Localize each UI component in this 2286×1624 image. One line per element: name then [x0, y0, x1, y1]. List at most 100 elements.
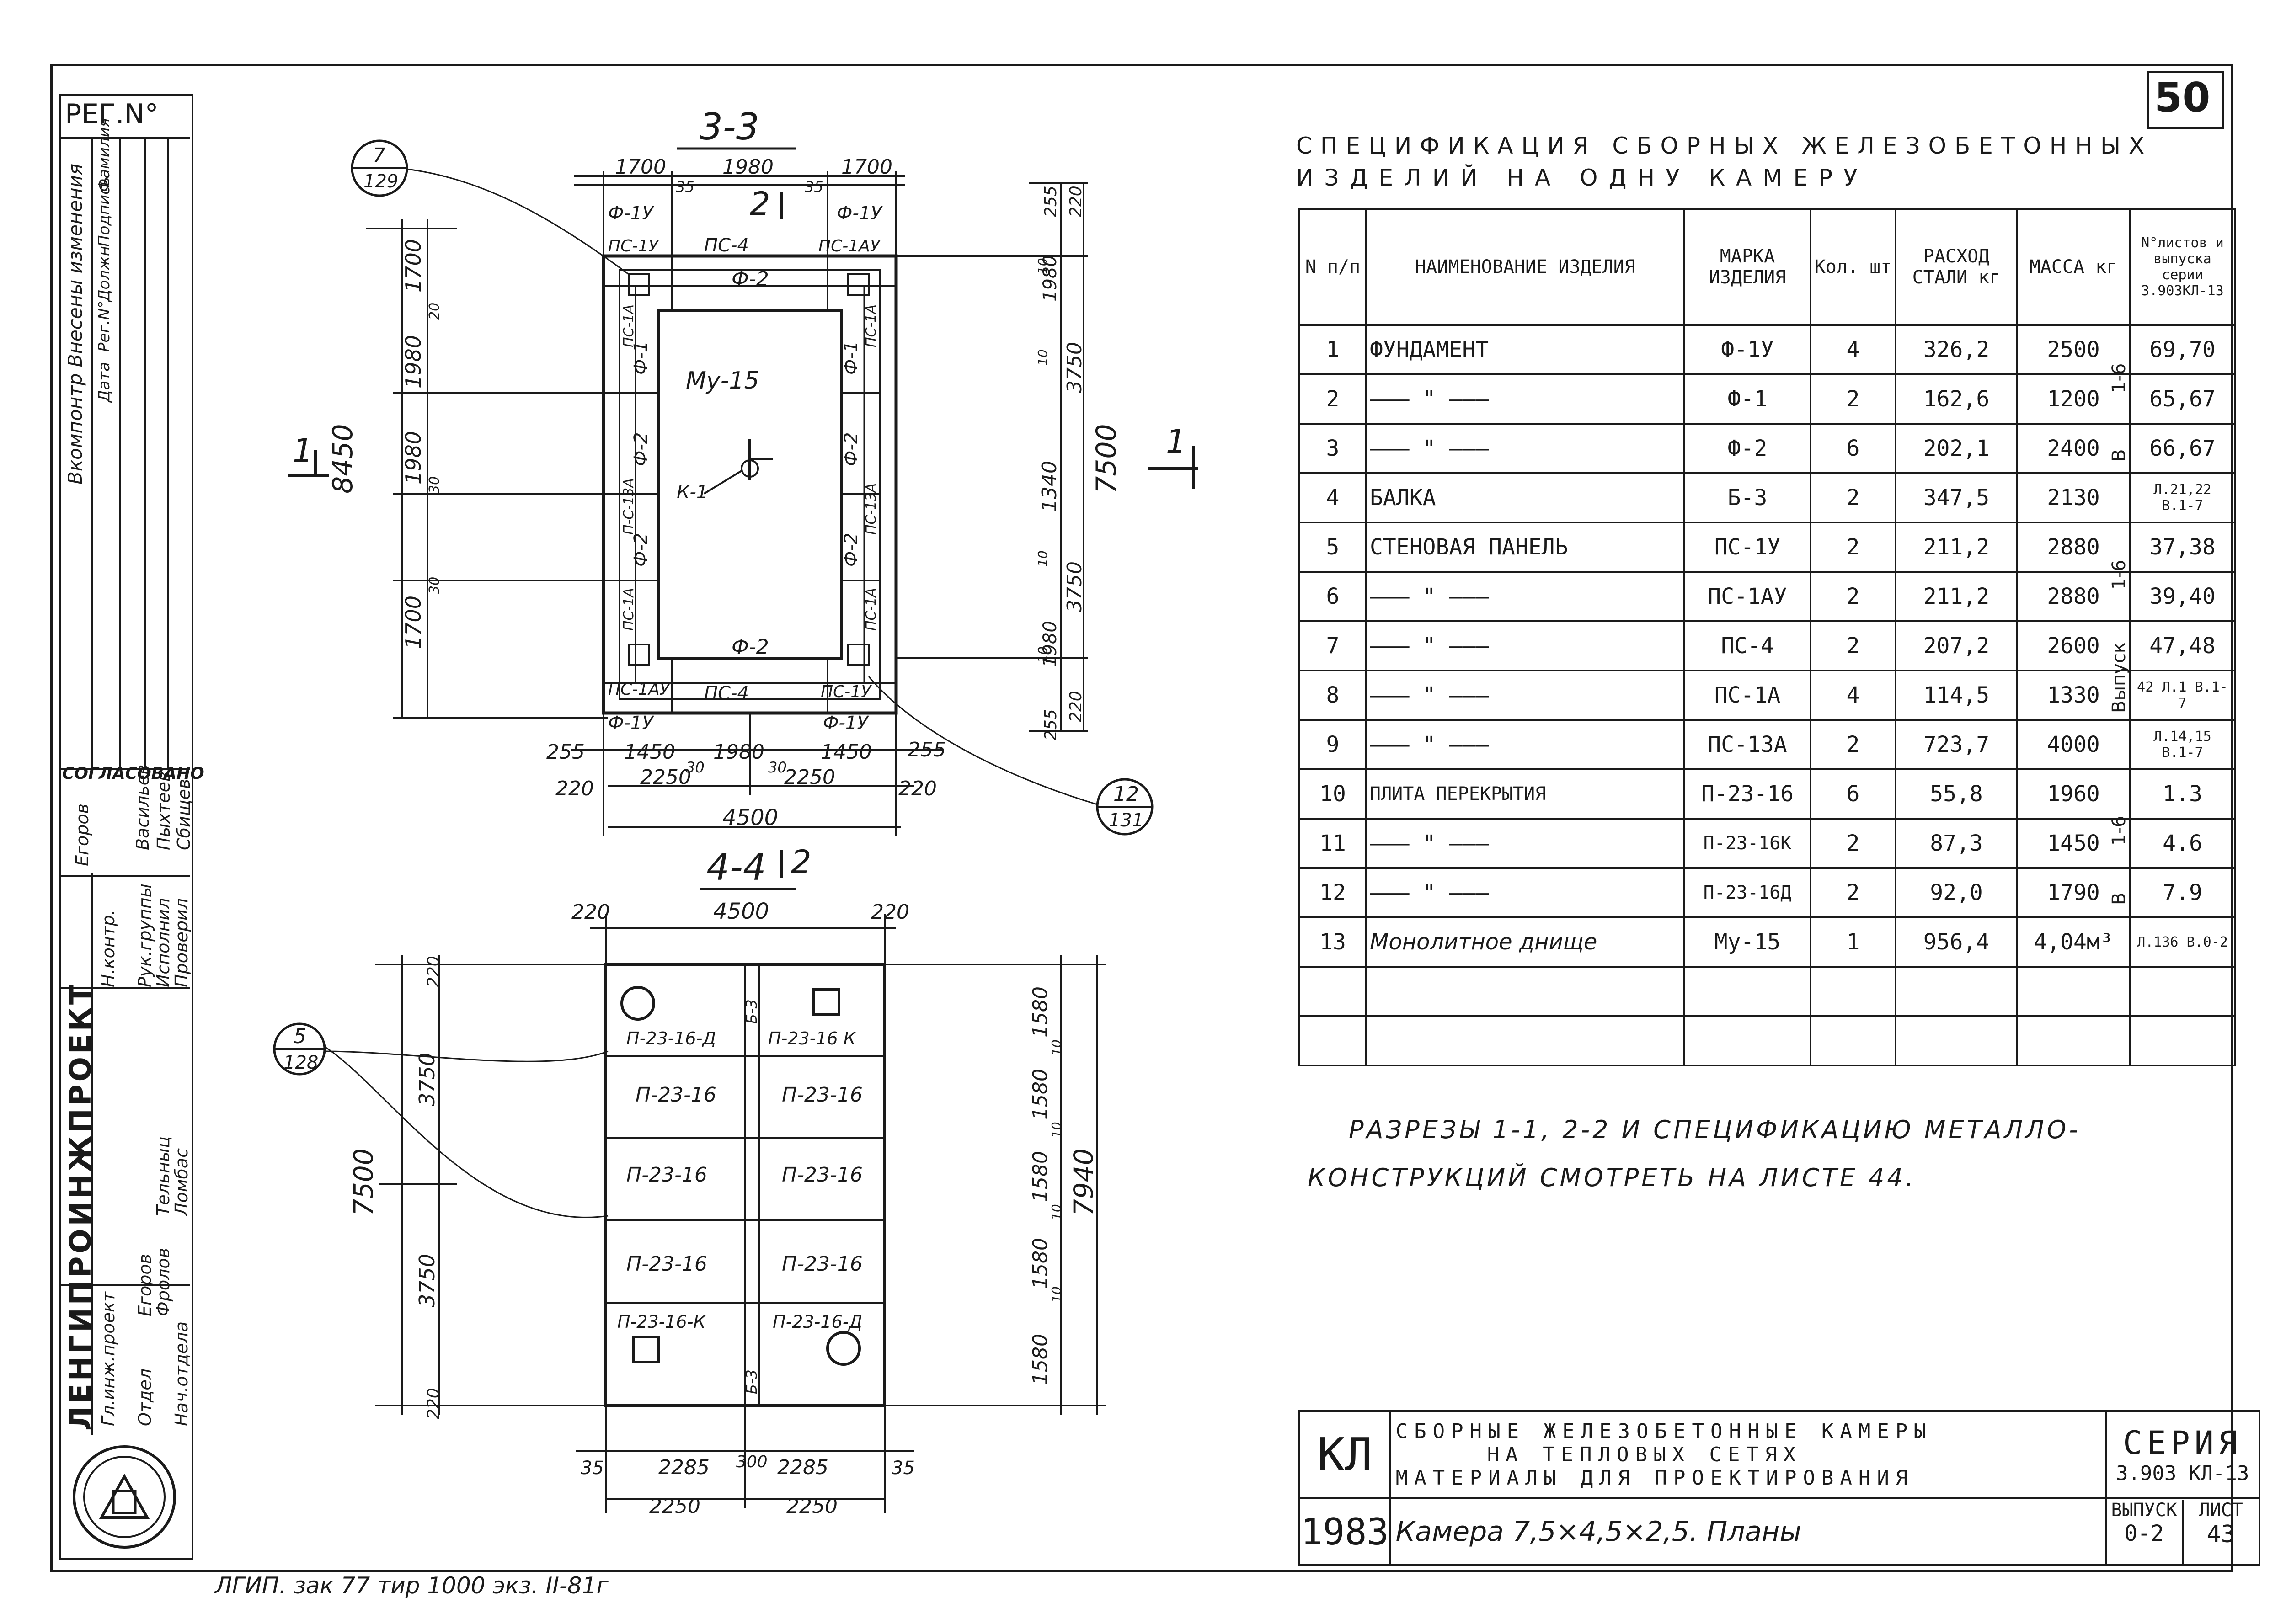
tb-series-cell: СЕРИЯ 3.903 КЛ-13	[2104, 1410, 2260, 1499]
plan44-rdim-4: 1580	[1029, 1238, 1052, 1289]
plan44-bdim-5: 35	[892, 1458, 915, 1479]
spec-cell: 12	[1298, 867, 1367, 918]
spec-cell: ФУНДАМЕНТ	[1365, 324, 1685, 375]
plan33-title: 3-3	[700, 106, 759, 148]
spec-cell: ——— " ———	[1365, 670, 1685, 721]
spec-cell: 69,70	[2129, 324, 2236, 375]
plan44-ldim-4: 220	[424, 1388, 443, 1419]
plan44-bdim-3: 300	[736, 1453, 768, 1471]
plan33-right-cell-4: ПС-1А	[863, 304, 879, 347]
spec-cell: ПС-4	[1683, 620, 1811, 671]
plan33-rdim-4: 3750	[1063, 342, 1086, 393]
plan33-gap-1: 35	[676, 178, 694, 196]
spec-cell: 211,2	[1895, 522, 2018, 573]
spec-cell: 92,0	[1895, 867, 2018, 918]
spec-cell: 13	[1298, 916, 1367, 968]
plan44-bdim-2: 2285	[658, 1456, 710, 1479]
spec-cell: Л.14,15 В.1-7	[2129, 719, 2236, 770]
spec-group-5: 1-6	[2109, 815, 2130, 846]
spec-cell: 2130	[2016, 472, 2131, 523]
spec-head-qty: Кол. шт	[1810, 208, 1896, 326]
plan44-slab-l1: П-23-16-Д	[626, 1028, 716, 1049]
plan33-top-label-2: ПС-1У	[608, 237, 659, 256]
callout-a-top: 7	[373, 144, 385, 167]
plan33-bottom-label-4: Ф-1У	[608, 713, 654, 734]
spec-cell: ——— " ———	[1365, 867, 1685, 918]
plan33-gap-2: 35	[805, 178, 823, 196]
plan33-rdim-3: 1980	[1040, 255, 1061, 302]
plan44-top-dim-3: 220	[871, 900, 909, 924]
roles-grid	[59, 873, 190, 1435]
spec-group-3: 1-6	[2109, 559, 2130, 590]
spec-cell: 37,38	[2129, 522, 2236, 573]
spec-cell: 8	[1298, 670, 1367, 721]
tb-sheet-name: Камера 7,5×4,5×2,5. Планы	[1389, 1497, 2107, 1566]
spec-cell: 6	[1810, 768, 1896, 820]
plan33-bottom-label-2: ПС-4	[704, 683, 749, 704]
spec-cell: 1330	[2016, 670, 2131, 721]
plan33-rdim-9: 220	[1067, 691, 1085, 722]
spec-cell: ——— " ———	[1365, 719, 1685, 770]
spec-title-2: ИЗДЕЛИЙ НА ОДНУ КАМЕРУ	[1296, 165, 1869, 191]
plan33-inner-4: К-1	[677, 482, 708, 503]
spec-cell: СТЕНОВАЯ ПАНЕЛЬ	[1365, 522, 1685, 573]
spec-cell: 87,3	[1895, 818, 2018, 869]
spec-cell: ——— " ———	[1365, 423, 1685, 474]
plan33-bdim-1: 255	[546, 740, 585, 764]
plan33-top-label-4: ПС-1АУ	[818, 237, 881, 256]
spec-cell: 7	[1298, 620, 1367, 671]
plan44-rdim-1: 1580	[1029, 986, 1052, 1038]
plan33-total-width: 4500	[722, 805, 778, 831]
spec-cell: 723,7	[1895, 719, 2018, 770]
plan33-small-gap-2: 10	[1035, 349, 1050, 366]
callout-a-bottom: 129	[363, 171, 398, 192]
spec-head-mark: МАРКА ИЗДЕЛИЯ	[1683, 208, 1811, 326]
spec-cell: ——— " ———	[1365, 373, 1685, 425]
spec-cell: 4,04м³	[2016, 916, 2131, 968]
spec-cell: Б-3	[1683, 472, 1811, 523]
plan44-rgap-4: 10	[1049, 1286, 1064, 1303]
spec-head-steel: РАСХОД СТАЛИ кг	[1895, 208, 2018, 326]
plan33-top-dim-1: 1700	[615, 155, 666, 179]
plan33-half-1: 2250	[640, 766, 691, 789]
spec-cell: Ф-1	[1683, 373, 1811, 425]
spec-cell: 956,4	[1895, 916, 2018, 968]
plan33-left-cell-3: Ф-2	[630, 533, 652, 567]
plan44-rgap-2: 10	[1049, 1122, 1064, 1138]
spec-cell: ПС-1АУ	[1683, 571, 1811, 622]
spec-cell: 2	[1810, 620, 1896, 671]
plan44-slab-r5: П-23-16-Д	[773, 1312, 862, 1332]
plan44-ldim-1: 220	[424, 956, 443, 987]
reg-no: РЕГ.N°	[65, 98, 159, 130]
spec-head-name: НАИМЕНОВАНИЕ ИЗДЕЛИЯ	[1365, 208, 1685, 326]
plan33-lgap-2: 30	[427, 476, 443, 494]
plan33-right-cell-5: ПС-13А	[863, 483, 879, 535]
plan33-left-cell-5: П-С-13А	[621, 478, 637, 535]
plan33-bdim-3: 1980	[713, 740, 764, 764]
plan33-rdim-5: 1340	[1038, 461, 1061, 512]
plan44-ldim-2: 3750	[415, 1053, 439, 1106]
tb-desc-3: МАТЕРИАЛЫ ДЛЯ ПРОЕКТИРОВАНИЯ	[1395, 1466, 1914, 1490]
spec-cell: 11	[1298, 818, 1367, 869]
spec-cell: ПС-13А	[1683, 719, 1811, 770]
spec-cell: 2500	[2016, 324, 2131, 375]
spec-cell: 4000	[2016, 719, 2131, 770]
plan33-bgap-2: 30	[768, 759, 787, 776]
plan44-slab-l5: П-23-16-К	[617, 1312, 706, 1332]
spec-cell: 2	[1810, 373, 1896, 425]
spec-group-1: 1-6	[2109, 363, 2130, 393]
spec-group-6: В	[2109, 892, 2130, 905]
plan44-rgap-3: 10	[1049, 1204, 1064, 1220]
tb-sheet: 43	[2206, 1521, 2235, 1548]
plan44-rgap-1: 10	[1049, 1039, 1064, 1056]
spec-cell: 202,1	[1895, 423, 2018, 474]
spec-head-n: N п/п	[1298, 208, 1367, 326]
spec-cell: Монолитное днище	[1365, 916, 1685, 968]
spec-cell: 9	[1298, 719, 1367, 770]
plan33-sec-2b: 2	[791, 843, 812, 881]
